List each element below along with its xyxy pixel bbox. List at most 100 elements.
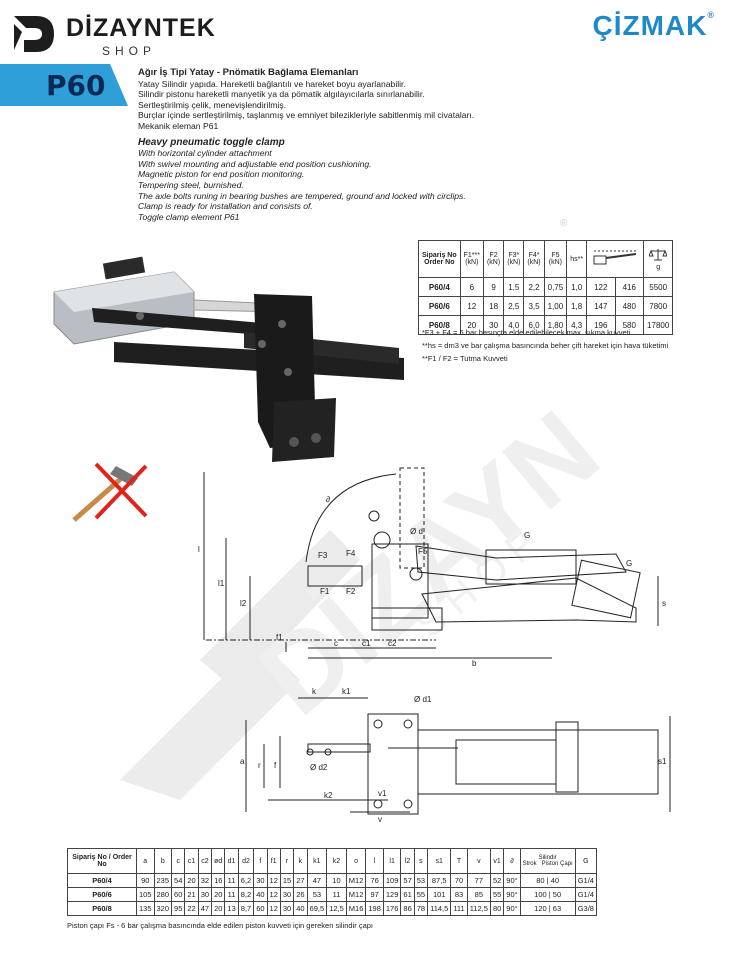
dims-cell: 12 bbox=[266, 901, 281, 916]
reg-mark: ® bbox=[560, 218, 568, 229]
dims-cell: 26 bbox=[293, 887, 308, 902]
dims-cell: 47 bbox=[306, 873, 328, 888]
desc-en-line: Toggle clamp element P61 bbox=[138, 211, 240, 222]
label-k1: k1 bbox=[342, 687, 351, 696]
spec-header-f3: F3* (kN) bbox=[503, 240, 525, 278]
spec-cell: 2,2 bbox=[523, 277, 545, 297]
dims-cell: 80 | 40 bbox=[519, 873, 576, 888]
spec-header-clamp-open-icon bbox=[586, 240, 645, 278]
cizmak-logo[interactable]: ÇİZMAK® bbox=[592, 10, 715, 42]
dims-cell: 55 bbox=[489, 887, 505, 902]
spec-cell: 17800 bbox=[643, 315, 674, 335]
dims-cell: P60/8 bbox=[67, 901, 137, 916]
label-F5: F5 bbox=[418, 547, 428, 556]
dims-cell: 21 bbox=[184, 887, 199, 902]
spec-cell: 6,0 bbox=[523, 315, 545, 335]
dims-cell: 10 bbox=[326, 873, 347, 888]
dims-cell: 129 bbox=[382, 887, 402, 902]
dims-cell: 78 bbox=[413, 901, 429, 916]
dims-header: ∂ bbox=[503, 848, 521, 874]
dims-cell: 90° bbox=[503, 901, 521, 916]
dims-cell: 54 bbox=[171, 873, 186, 888]
dims-cell: M12 bbox=[345, 873, 367, 888]
spec-table: Sipariş No Order No F1*** (kN) F2 (kN) F… bbox=[418, 240, 674, 335]
spec-header-f5: F5 (kN) bbox=[543, 240, 568, 278]
label-d: Ø d bbox=[410, 527, 423, 536]
label-c: c bbox=[334, 639, 338, 648]
spec-cell: P60/4 bbox=[418, 277, 461, 297]
label-k: k bbox=[312, 687, 317, 696]
model-banner: P60 bbox=[0, 64, 128, 106]
dims-cell: 80 bbox=[489, 901, 505, 916]
dims-cell: 40 bbox=[293, 901, 308, 916]
cizmak-name: ÇİZMAK bbox=[592, 10, 708, 41]
dims-cell: 176 bbox=[382, 901, 402, 916]
dims-cell: 30 bbox=[279, 887, 295, 902]
label-b: b bbox=[472, 659, 477, 668]
spec-header-order: Sipariş No Order No bbox=[418, 240, 461, 278]
label-c1: c1 bbox=[362, 639, 371, 648]
spec-cell: 416 bbox=[614, 277, 645, 297]
dims-cell: 87,5 bbox=[427, 873, 452, 888]
dims-header: o bbox=[345, 848, 367, 874]
label-F4: F4 bbox=[346, 549, 356, 558]
dims-cell: 52 bbox=[489, 873, 505, 888]
dims-row: P60/8 135 320 95 22 47 20 13 8,7 60 12 3… bbox=[67, 901, 597, 916]
dims-cell: 11 bbox=[224, 873, 239, 888]
label-r: r bbox=[258, 761, 261, 770]
dims-cell: P60/4 bbox=[67, 873, 137, 888]
dims-cell: M16 bbox=[345, 901, 367, 916]
dims-cell: 95 bbox=[171, 901, 186, 916]
dims-cell: 69,5 bbox=[306, 901, 328, 916]
spec-note: **F1 / F2 = Tutma Kuvveti bbox=[422, 354, 508, 363]
desc-en-line: Tempering steel, burnished. bbox=[138, 179, 244, 190]
spec-cell: 12 bbox=[459, 296, 484, 316]
dims-cell: 111 bbox=[450, 901, 468, 916]
dims-header: r bbox=[279, 848, 295, 874]
spec-note: **hs = dm3 ve bar çalışma basıncında beh… bbox=[422, 341, 669, 350]
label-f: f bbox=[274, 761, 277, 770]
label-d1: Ø d1 bbox=[414, 695, 432, 704]
spec-cell: 9 bbox=[482, 277, 505, 297]
dims-header: c2 bbox=[197, 848, 213, 874]
dizayntek-logo[interactable]: DİZAYNTEK SHOP bbox=[10, 10, 250, 58]
dims-cell: 27 bbox=[293, 873, 308, 888]
dims-header: ød bbox=[211, 848, 226, 874]
spec-cell: 147 bbox=[586, 296, 616, 316]
desc-en-title: Heavy pneumatic toggle clamp bbox=[138, 136, 285, 148]
dims-cell: 22 bbox=[184, 901, 199, 916]
spec-cell: 4,3 bbox=[566, 315, 588, 335]
dims-cell: 90° bbox=[503, 873, 521, 888]
dims-cell: 135 bbox=[136, 901, 155, 916]
dims-cell: 20 bbox=[211, 887, 226, 902]
dims-cell: 70 bbox=[450, 873, 468, 888]
label-s: s bbox=[662, 599, 666, 608]
dims-header: k bbox=[293, 848, 308, 874]
spec-cell: 1,5 bbox=[503, 277, 525, 297]
dims-cell: 15 bbox=[279, 873, 295, 888]
model-title: P60 bbox=[46, 69, 106, 102]
dims-header: d1 bbox=[224, 848, 239, 874]
dims-sub-cylinder: Silindir bbox=[538, 855, 557, 861]
label-f1: f1 bbox=[276, 633, 283, 642]
dims-header: k2 bbox=[326, 848, 347, 874]
dims-row: P60/6 105 280 60 21 30 20 11 8,2 40 12 3… bbox=[67, 887, 597, 902]
label-c2: c2 bbox=[388, 639, 397, 648]
dims-cell: 30 bbox=[197, 887, 213, 902]
label-G: G bbox=[626, 559, 632, 568]
spec-row: P60/4 6 9 1,5 2,2 0,75 1,0 122 416 5500 bbox=[418, 277, 674, 297]
dims-cell: 90° bbox=[503, 887, 521, 902]
dims-cell: 8,2 bbox=[237, 887, 255, 902]
spec-cell: 1,8 bbox=[566, 296, 588, 316]
dims-cell: 97 bbox=[365, 887, 384, 902]
spec-row: P60/8 20 30 4,0 6,0 1,80 4,3 196 580 178… bbox=[418, 315, 674, 335]
dims-header: v1 bbox=[489, 848, 505, 874]
desc-tr-line: Burçlar içinde sertleştirilmiş, taşlanmı… bbox=[138, 110, 475, 121]
dims-header: s1 bbox=[427, 848, 452, 874]
dims-header: a bbox=[136, 848, 155, 874]
dimensions-table: Sipariş No / Order No a b c c1 c2 ød d1 … bbox=[67, 848, 597, 916]
label-v: v bbox=[378, 815, 382, 824]
spec-cell: 122 bbox=[586, 277, 616, 297]
label-a: a bbox=[240, 757, 245, 766]
dizayntek-sub: SHOP bbox=[102, 44, 157, 58]
